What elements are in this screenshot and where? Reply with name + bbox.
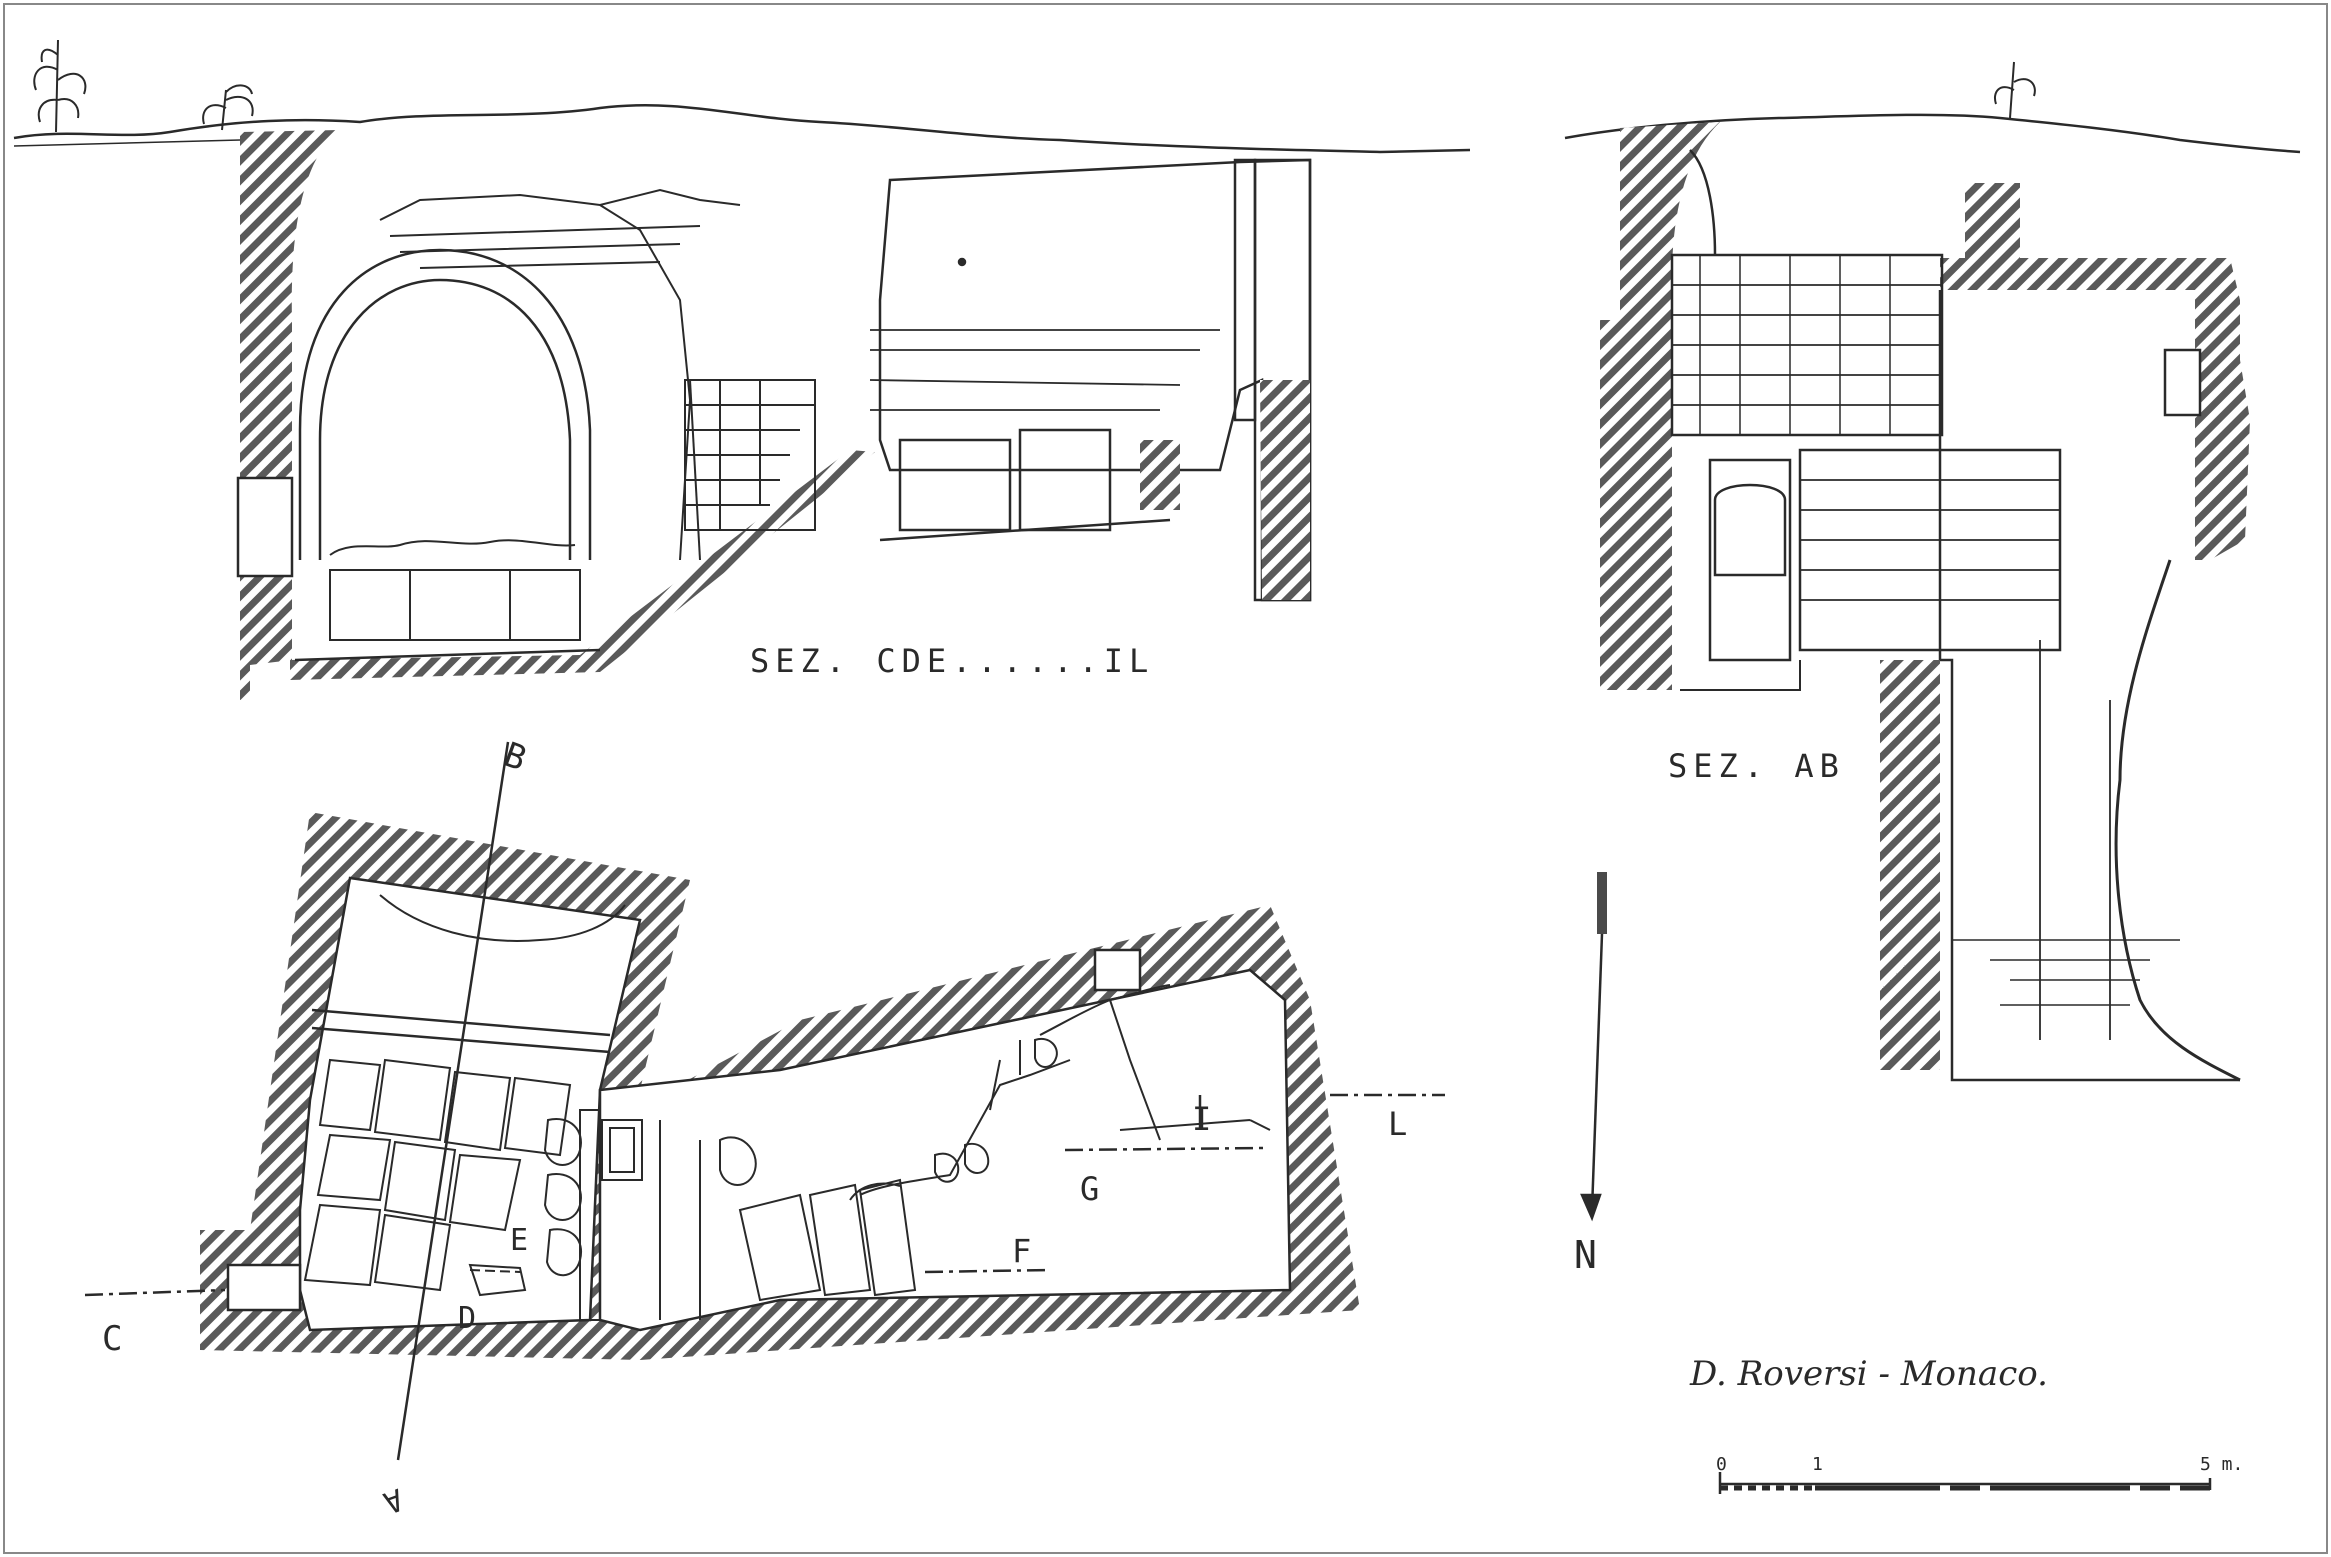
scale-bar <box>1718 1472 2212 1494</box>
sheet-border <box>3 3 2328 1554</box>
author-signature: D. Roversi - Monaco. <box>1689 1354 2048 1394</box>
section-line-ab <box>396 741 510 1461</box>
plant-icon <box>1994 61 2036 119</box>
point-label-e: E <box>510 1223 528 1258</box>
section-line-c <box>84 1288 226 1297</box>
scale-mid-label: 1 <box>1812 1454 1823 1475</box>
wall-section-hatch <box>1600 122 1720 690</box>
section-cde-il <box>13 39 1471 700</box>
plant-icon <box>33 39 254 133</box>
point-label-l: L <box>1388 1105 1407 1143</box>
section-cde-label: SEZ. CDE......IL <box>750 642 1154 680</box>
point-label-i: I <box>1192 1100 1211 1138</box>
scale-start-label: 0 <box>1716 1454 1727 1475</box>
point-label-b: B <box>498 735 531 780</box>
point-label-g: G <box>1080 1170 1099 1208</box>
north-label: N <box>1574 1233 1597 1277</box>
point-label-f: F <box>1012 1232 1031 1270</box>
wall-section-hatch <box>240 130 340 700</box>
section-ab-label: SEZ. AB <box>1668 747 1845 785</box>
plan-view <box>84 741 1445 1461</box>
scale-end-label: 5 m. <box>2200 1454 2243 1475</box>
point-label-d: D <box>458 1301 476 1336</box>
north-arrow-icon <box>1580 872 1607 1222</box>
point-label-c: C <box>102 1319 122 1359</box>
section-ab <box>1564 61 2301 1082</box>
point-label-a: A <box>379 1481 408 1520</box>
